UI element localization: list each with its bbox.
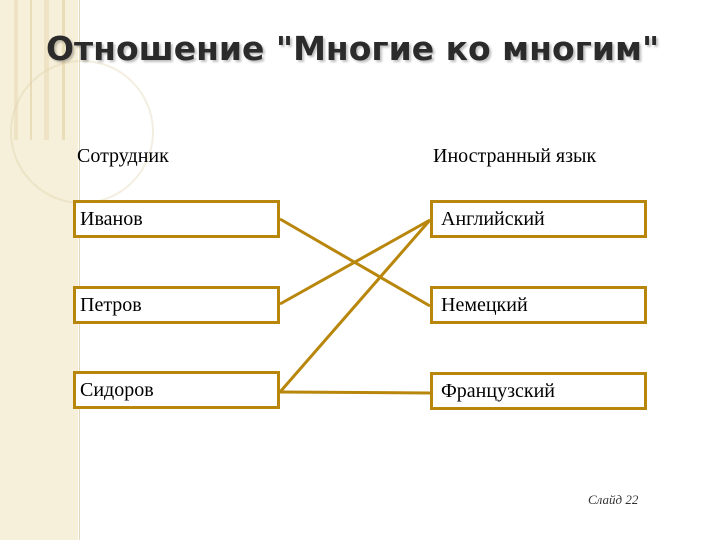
language-box-angliysky: Английский xyxy=(430,200,647,238)
slide-title: Отношение "Многие ко многим" xyxy=(46,29,660,68)
header-employee: Сотрудник xyxy=(77,145,169,167)
language-box-frantsuzsky: Французский xyxy=(430,372,647,410)
link-sidorov-frantsuzsky xyxy=(279,390,431,395)
employee-box-ivanov: Иванов xyxy=(73,200,280,238)
link-petrov-angliysky xyxy=(279,218,431,306)
sidebar-stripe xyxy=(30,0,32,140)
language-box-nemetsky: Немецкий xyxy=(430,286,647,324)
sidebar-divider xyxy=(79,0,80,540)
sidebar-stripe xyxy=(14,0,18,140)
link-sidorov-angliysky xyxy=(278,219,432,393)
employee-box-petrov: Петров xyxy=(73,286,280,324)
header-language: Иностранный язык xyxy=(433,145,597,167)
employee-box-sidorov: Сидоров xyxy=(73,371,280,409)
slide-number: Слайд 22 xyxy=(588,492,639,507)
